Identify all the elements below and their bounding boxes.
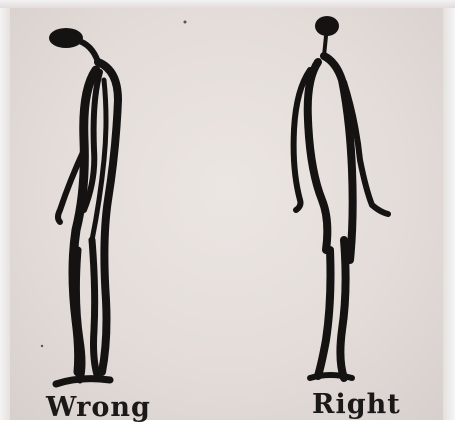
paper-speck [184,21,187,24]
wrong-figure-neck [76,40,98,62]
right-figure-leg-front [340,240,345,378]
right-figure-leg-back [318,250,331,376]
wrong-figure-leg-front [92,240,98,378]
right-figure-front [308,62,328,250]
caption-right: Right [312,389,401,420]
right-figure-feet [310,375,352,378]
caption-wrong: Wrong [46,392,151,423]
right-figure-head [315,16,339,36]
wrong-posture-figure [49,28,118,384]
paper-speck [41,345,43,347]
wrong-figure-feet [56,379,110,384]
right-posture-figure [294,16,388,378]
